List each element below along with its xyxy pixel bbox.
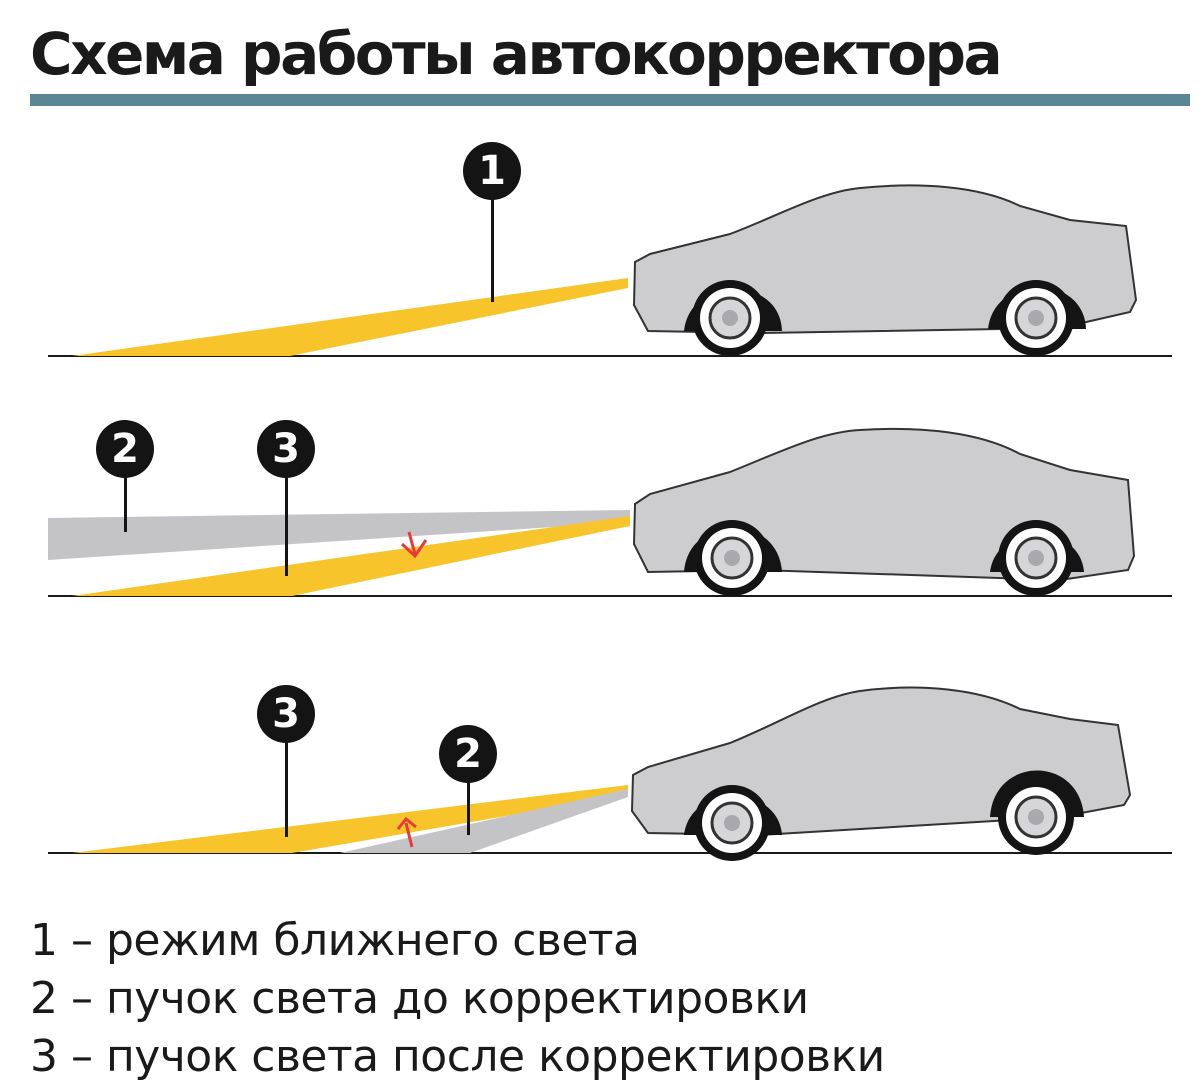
leader-line-3 xyxy=(285,741,288,837)
beam-corrected xyxy=(72,516,630,596)
page-title: Схема работы автокорректора xyxy=(30,20,1003,88)
correction-arrow-down xyxy=(400,531,428,559)
leader-line-2 xyxy=(467,781,470,835)
scene-loaded-front: 3 2 xyxy=(0,627,1200,867)
legend-item-3: 3 – пучок света после корректировки xyxy=(30,1031,885,1082)
beam-corrected xyxy=(72,785,628,853)
legend-item-1: 1 – режим ближнего света xyxy=(30,915,640,966)
car xyxy=(630,686,1132,861)
front-wheel xyxy=(998,779,1074,855)
leader-line-2 xyxy=(124,476,127,532)
rear-wheel xyxy=(694,785,770,861)
beam-uncorrected xyxy=(340,789,628,853)
beam-uncorrected xyxy=(48,510,630,560)
rear-wheel xyxy=(694,520,770,596)
scene-loaded-rear: 2 3 xyxy=(0,370,1200,610)
leader-line-3 xyxy=(285,476,288,576)
marker-3: 3 xyxy=(257,420,315,478)
title-underline xyxy=(30,94,1190,106)
correction-arrow-up xyxy=(396,816,417,848)
car xyxy=(632,184,1138,356)
leader-line-1 xyxy=(491,188,494,302)
headlight-corrector-diagram: 1 xyxy=(0,130,1200,867)
marker-1: 1 xyxy=(463,142,521,200)
beam-low xyxy=(72,278,628,356)
scene-loaded-front-graphic xyxy=(48,686,1172,861)
rear-wheel xyxy=(692,280,768,356)
front-wheel xyxy=(998,280,1074,356)
marker-2: 2 xyxy=(96,420,154,478)
scene-normal-graphic xyxy=(48,184,1172,357)
legend: 1 – режим ближнего света 2 – пучок света… xyxy=(30,912,885,1086)
scene-normal: 1 xyxy=(0,130,1200,370)
marker-2: 2 xyxy=(439,725,497,783)
front-wheel xyxy=(998,520,1074,596)
legend-item-2: 2 – пучок света до корректировки xyxy=(30,973,809,1024)
scene-loaded-rear-graphic xyxy=(48,427,1172,597)
car xyxy=(632,427,1136,596)
marker-3: 3 xyxy=(257,685,315,743)
